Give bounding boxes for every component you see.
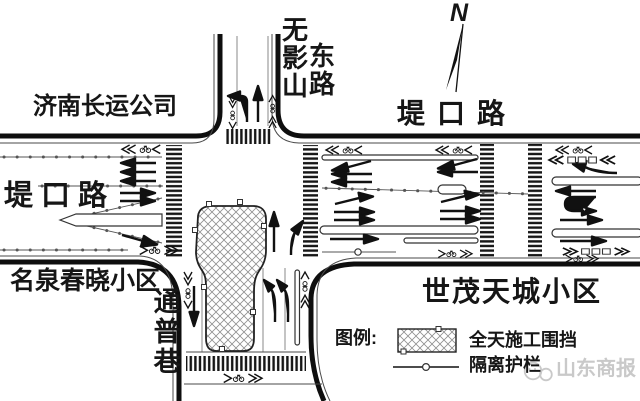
construction-area-hatch: [195, 205, 267, 352]
median-small: [437, 184, 467, 195]
place-label-northwest: 济南长运公司: [33, 93, 177, 120]
median-east-long: [319, 225, 479, 235]
road-label-north-part2: 东路: [305, 42, 336, 98]
crosswalk-south: [186, 356, 306, 371]
road-edge-northwest: [0, 34, 223, 139]
compass-label: N: [450, 0, 469, 27]
watermark-text: 山东商报: [556, 358, 636, 380]
compass-needle: [446, 23, 464, 93]
crosswalk-north: [226, 129, 272, 144]
place-label-southeast: 世茂天城小区: [422, 276, 603, 307]
crosswalk-east-1: [303, 145, 318, 257]
barrier-pole-south: [294, 269, 301, 346]
road-edge-southeast: [308, 261, 640, 401]
median-far-east-2: [551, 228, 640, 238]
place-label-southwest: 名泉春晓小区: [10, 267, 161, 295]
legend-construction-swatch: [397, 328, 457, 353]
traffic-arrows: [119, 84, 618, 328]
watermark-logo-icon: [523, 361, 553, 382]
construction-fence-markers: [192, 199, 267, 352]
legend-graphics: [393, 326, 459, 372]
crosswalk-west: [166, 145, 182, 257]
crosswalk-east-3: [528, 143, 542, 257]
road-label-dikou-east: 堤口路: [397, 98, 518, 129]
crosswalk-east-2: [480, 143, 494, 257]
road-edge-northeast: [275, 34, 640, 139]
guardrail-bar: [403, 237, 479, 244]
crosswalks: [166, 129, 542, 371]
road-label-dikou-west: 堤口路: [4, 180, 116, 212]
median-far-east-1: [551, 176, 640, 186]
road-label-north-part1: 无影山: [278, 16, 309, 100]
construction-zone: [192, 199, 267, 352]
road-edge-lines: [0, 34, 640, 401]
median-islands: [58, 154, 640, 346]
road-label-tongpu-lane: 通普巷: [149, 287, 180, 377]
median-west: [58, 213, 163, 227]
legend-barrier-label: 隔离护栏: [469, 355, 541, 375]
lane-lines: [184, 36, 322, 385]
legend-construction-label: 全天施工围挡: [469, 330, 577, 350]
guardrail-bar: [321, 154, 479, 161]
legend-title: 图例:: [335, 328, 377, 348]
